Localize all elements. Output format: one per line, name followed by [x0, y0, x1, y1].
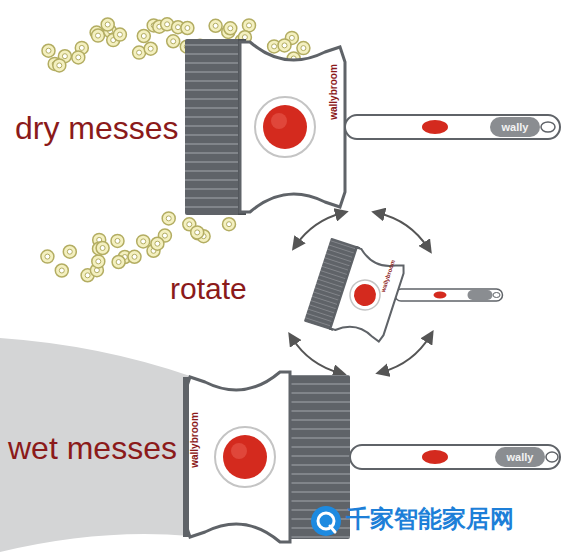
cereal-ring [209, 19, 222, 32]
cereal-ring [92, 29, 105, 42]
brand-text: wallybroom [190, 412, 200, 468]
cereal-ring [113, 28, 126, 41]
cereal-ring [42, 44, 55, 57]
cereal-ring [191, 226, 204, 239]
mess-label: dry messes [15, 112, 179, 144]
watermark: 千家智能家居网 [346, 507, 514, 531]
cereal-ring [92, 255, 105, 268]
cereal-ring [224, 22, 237, 35]
cereal-ring [112, 256, 125, 269]
cereal-ring [101, 18, 114, 31]
cereal-ring [151, 237, 164, 250]
cereal-ring [144, 42, 157, 55]
cereal-ring [128, 250, 141, 263]
broom-wet [183, 372, 560, 542]
cereal-ring [223, 218, 236, 231]
cereal-ring [55, 264, 68, 277]
cereal-ring [63, 245, 76, 258]
cereal-ring [41, 250, 54, 263]
cereal-ring [111, 234, 124, 247]
cereal-ring [96, 242, 109, 255]
cereal-ring [53, 59, 66, 72]
brand-text: wally [507, 452, 534, 463]
cereal-ring [72, 51, 85, 64]
mess-label: wet messes [8, 432, 177, 464]
cereal-ring [137, 235, 150, 248]
cereal-ring [181, 22, 194, 35]
broom-rotating [304, 238, 503, 346]
broom-dry [185, 39, 560, 215]
cereal-ring [278, 39, 291, 52]
wet-mess [0, 338, 190, 552]
brand-text: wallybroom [329, 64, 339, 120]
cereal-ring [162, 212, 175, 225]
watermark-icon [311, 506, 341, 536]
cereal-ring [243, 19, 256, 32]
cereal-ring [137, 30, 150, 43]
mess-label: rotate [170, 274, 247, 304]
cereal-ring [167, 35, 180, 48]
cereal-ring [297, 42, 310, 55]
brand-text: wally [502, 122, 529, 133]
